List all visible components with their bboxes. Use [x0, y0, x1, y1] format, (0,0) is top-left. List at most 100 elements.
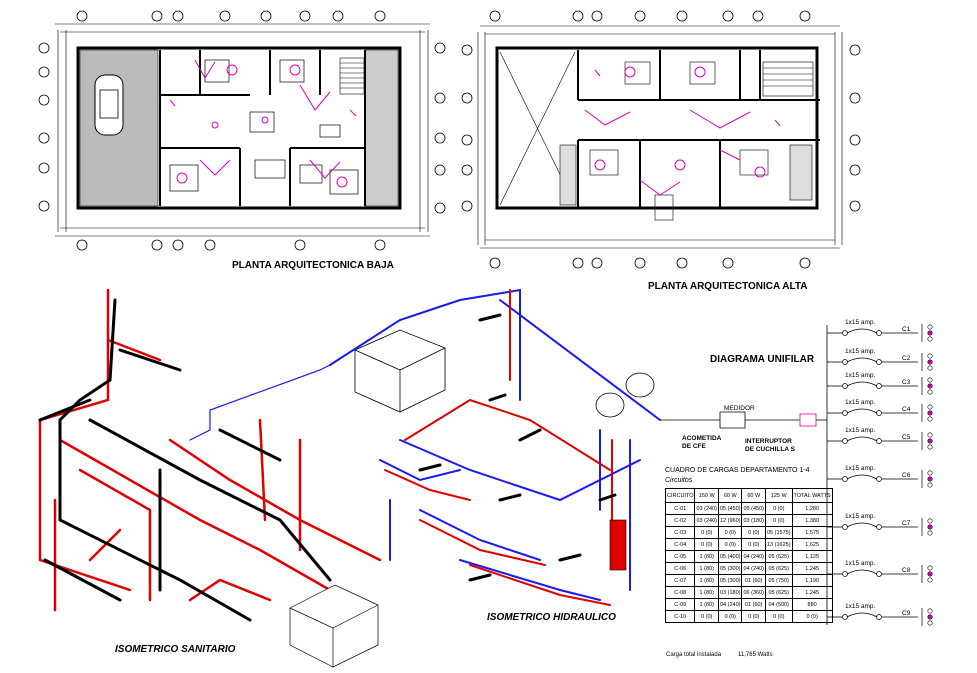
cuadro-header-row: CIRCUITO 150 W 60 W 60 W 125 W TOTAL WAT… [664, 488, 833, 503]
isometrico-hidraulico [329, 288, 661, 606]
carga-total-label: Carga total instalada [666, 652, 722, 658]
breaker-c4: 1x15 amp. C4 [827, 399, 933, 422]
cuadro-cell: 1,280 [791, 502, 833, 515]
cuadro-de-cargas-table: CIRCUITO 150 W 60 W 60 W 125 W TOTAL WAT… [664, 488, 833, 623]
header-cell: CIRCUITO [664, 488, 696, 503]
isometrico-sanitario [38, 288, 382, 668]
cuadro-cell: 13 (1625) [764, 538, 793, 551]
circuit-label: C5 [902, 434, 911, 441]
cuadro-cell: 880 [791, 598, 833, 611]
planta-baja-title: PLANTA ARQUITECTONICA BAJA [232, 260, 394, 271]
cuadro-cell: 1,190 [791, 574, 833, 587]
cuadro-cell: 1 (80) [694, 586, 719, 599]
cuadro-cell: 05 (1575) [764, 526, 793, 539]
cuadro-cell: C-04 [664, 538, 696, 551]
header-cell: 150 W [694, 488, 719, 503]
cuadro-cell: 04 (240) [741, 550, 766, 563]
header-cell: TOTAL WATTS [791, 488, 833, 503]
cuadro-cell: C-08 [664, 586, 696, 599]
cuadro-cell: 0 (0) [741, 538, 766, 551]
cuadro-cell: 05 (750) [764, 574, 793, 587]
cuadro-cell: 05 (300) [717, 574, 743, 587]
cuadro-cell: C-06 [664, 562, 696, 575]
breaker-label: 1x15 amp. [845, 348, 876, 355]
cuadro-cell: 0 (0) [741, 526, 766, 539]
diagrama-unifilar-title: DIAGRAMA UNIFILAR [710, 354, 815, 365]
cuadro-cell: 12 (960) [717, 514, 743, 527]
breaker-label: 1x15 amp. [845, 513, 876, 520]
circuit-label: C3 [902, 379, 911, 386]
cuadro-cell: 0 (0) [764, 502, 793, 515]
breaker-label: 1x15 amp. [845, 465, 876, 472]
cuadro-cell: 03 (180) [717, 586, 743, 599]
cuadro-cell: 06 (360) [741, 586, 766, 599]
breaker-c3: 1x15 amp. C3 [827, 372, 933, 395]
cuadro-cell: C-02 [664, 514, 696, 527]
cuadro-cell: C-07 [664, 574, 696, 587]
cuadro-cell: 05 (300) [717, 562, 743, 575]
cuadro-cell: 1 (80) [694, 574, 719, 587]
cuadro-cell: 05 (450) [717, 502, 743, 515]
cuadro-cell: C-09 [664, 598, 696, 611]
cuadro-cell: 1,245 [791, 562, 833, 575]
breaker-label: 1x15 amp. [845, 399, 876, 406]
cuadro-cell: 0 (0) [764, 610, 793, 623]
cuadro-cell: 03 (180) [741, 514, 766, 527]
breaker-c6: 1x15 amp.C6 [827, 465, 933, 488]
circuit-label: C2 [902, 355, 911, 362]
cuadro-cell: 01 (60) [741, 598, 766, 611]
cuadro-cell: C-05 [664, 550, 696, 563]
cuadro-cell: 1 (80) [694, 598, 719, 611]
cuadro-cell: 0 (0) [791, 610, 833, 623]
cuadro-cell: C-10 [664, 610, 696, 623]
cuadro-cell: 0 (0) [694, 526, 719, 539]
cuadro-cell: C-01 [664, 502, 696, 515]
circuit-label: C4 [902, 406, 911, 413]
breaker-label: 1x15 amp. [845, 603, 876, 610]
cuadro-cell: 0 (0) [717, 610, 743, 623]
cuadro-cell: 01 (60) [741, 574, 766, 587]
cuadro-title: CUADRO DE CARGAS DEPARTAMENTO 1-4 [665, 467, 810, 474]
cuadro-subtitle: Circuitos [665, 477, 693, 484]
breaker-label: 1x15 amp. [845, 319, 876, 326]
breaker-label: 1x15 amp. [845, 560, 876, 567]
carga-total-value: 11,765 Watts [738, 652, 773, 658]
cuadro-cell: 05 (625) [764, 562, 793, 575]
circuit-label: C1 [902, 326, 911, 333]
cuadro-cell: 0 (0) [741, 610, 766, 623]
breaker-c5: 1x15 amp.C5 [827, 427, 933, 450]
cuadro-cell: 05 (625) [764, 550, 793, 563]
cuadro-cell: 04 (240) [717, 598, 743, 611]
planta-alta-plan [461, 10, 861, 269]
cuadro-cell: 0 (0) [717, 538, 743, 551]
breaker-c7: 1x15 amp. C7 [827, 513, 933, 536]
planta-baja-plan [38, 10, 446, 251]
cuadro-cell: 1 (80) [694, 550, 719, 563]
cuadro-cell: C-03 [664, 526, 696, 539]
breaker-label: 1x15 amp. [845, 372, 876, 379]
breaker-c9: 1x15 amp.C9 [827, 603, 933, 626]
circuit-label: C7 [902, 520, 911, 527]
cuadro-cell: 0 (0) [694, 610, 719, 623]
isometrico-sanitario-title: ISOMETRICO SANITARIO [115, 644, 236, 655]
cuadro-cell: 03 (240) [694, 514, 719, 527]
cuadro-cell: 03 (240) [694, 502, 719, 515]
cuadro-cell: 05 (625) [764, 586, 793, 599]
cuadro-cell: 1,625 [791, 538, 833, 551]
cuadro-cell: 1,125 [791, 550, 833, 563]
breaker-c1: 1x15 amp. C1 [827, 319, 933, 342]
cuadro-cell: 1,575 [791, 526, 833, 539]
cuadro-cell: 05 (450) [741, 502, 766, 515]
